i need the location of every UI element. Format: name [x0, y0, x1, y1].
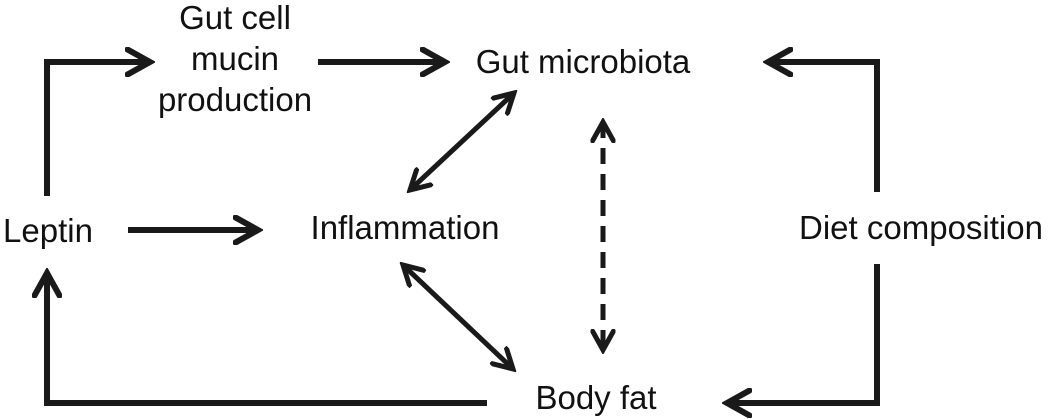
arrow-inflammation-gut-microbiota-bidirectional	[410, 93, 514, 190]
arrow-diet-composition-to-body-fat	[727, 264, 880, 403]
node-inflammation: Inflammation	[311, 209, 500, 246]
arrow-leptin-to-gut-cell-mucin	[44, 62, 150, 196]
node-leptin: Leptin	[3, 212, 93, 249]
node-gut-cell-mucin-line-3: production	[158, 81, 312, 118]
arrow-diet-composition-to-gut-microbiota	[768, 62, 880, 192]
node-gut-cell-mucin-line-1: Gut cell	[179, 0, 291, 36]
node-gut-cell-mucin-production: Gut cell mucin production	[158, 0, 312, 118]
node-gut-cell-mucin-line-2: mucin	[191, 40, 279, 77]
node-gut-microbiota: Gut microbiota	[476, 43, 691, 80]
node-body-fat: Body fat	[535, 379, 656, 416]
arrow-inflammation-body-fat-bidirectional	[403, 265, 513, 369]
node-diet-composition: Diet composition	[799, 209, 1043, 246]
arrow-body-fat-to-leptin	[47, 273, 487, 406]
